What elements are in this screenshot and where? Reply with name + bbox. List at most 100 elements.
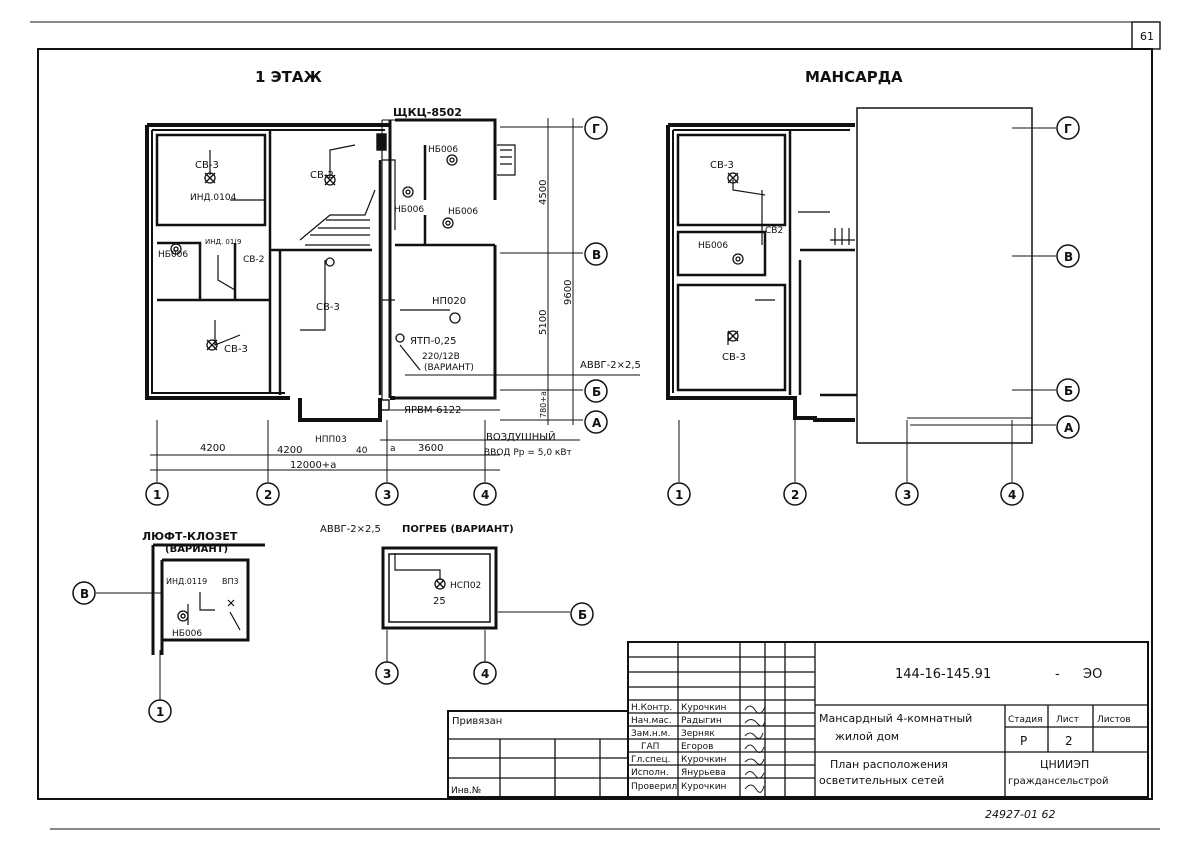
axis-bubble-3 — [375, 482, 399, 506]
label-feed-line2: ВВОД Pр = 5,0 кВт — [484, 448, 572, 458]
axis-bubble-2 — [256, 482, 280, 506]
mansard-nb006: НБ006 — [698, 241, 728, 251]
axis-label-1: 1 — [153, 488, 161, 502]
dim-5100: 5100 — [538, 310, 549, 335]
floor1-stair — [299, 189, 376, 246]
mansard-plan — [666, 107, 1080, 506]
label-cable-floor1: АВВГ-2×2,5 — [580, 360, 641, 371]
axis-bubble-B — [584, 379, 608, 403]
page-number-box — [1131, 21, 1161, 50]
label-sv2-hall: СВ-2 — [310, 170, 334, 181]
label-transformer-voltage: 220/12В — [422, 352, 460, 362]
stamp-stage: Р — [1020, 734, 1027, 748]
floor1-interior-walls — [155, 130, 495, 395]
axis-label-G: Г — [592, 122, 600, 136]
label-nb006-left: НБ006 — [158, 250, 188, 260]
floor1-wiring — [209, 144, 450, 400]
page-number: 61 — [1140, 30, 1154, 43]
dim-9600: 9600 — [563, 280, 574, 305]
dim-total: 12000+а — [290, 460, 336, 471]
stamp-sheet: 2 — [1065, 734, 1073, 748]
closet-nb006: НБ006 — [172, 629, 202, 639]
stamp-archive-number: 24927-01 62 — [985, 808, 1055, 821]
stamp-header-sheet: Лист — [1056, 715, 1079, 725]
floor1-fixtures — [170, 154, 461, 351]
mansard-sv2: СВ2 — [765, 226, 783, 236]
closet-axis-v: В — [80, 587, 89, 601]
floor1-outer-wall — [145, 123, 395, 422]
cellar-cable: АВВГ-2×2,5 — [320, 524, 381, 535]
axis-label-B: Б — [592, 385, 601, 399]
label-ind0119: ИНД. 01(9 — [205, 238, 242, 246]
label-feed-line1: ВОЗДУШНЫЙ — [486, 430, 556, 443]
stamp-role: Н.Контр. — [631, 703, 672, 713]
cellar-axis-b: Б — [578, 608, 587, 622]
closet-vp: ВП3 — [222, 577, 239, 586]
mansard-roof-area — [856, 107, 1033, 444]
label-sv3-bed: СВ-3 — [224, 344, 248, 355]
stamp-role: Нач.мас. — [631, 716, 672, 726]
cellar-axis-3: 3 — [383, 667, 391, 681]
stamp-roles: Н.Контр. Нач.мас. Зам.н.м. ГАП Гл.спец. … — [631, 703, 677, 792]
cellar-fixture: НСП02 — [450, 581, 481, 591]
stamp-header-sheets: Листов — [1097, 715, 1131, 725]
dim-3600: 3600 — [418, 443, 443, 454]
mansard-axis-A: А — [1064, 421, 1074, 435]
stamp-name: Курочкин — [681, 755, 727, 765]
floor1-axis-lines — [150, 118, 583, 482]
mansard-axis-G: Г — [1064, 122, 1072, 136]
mansard-axis-3: 3 — [903, 488, 911, 502]
stamp-org-line2: граждансельстрой — [1008, 776, 1109, 787]
closet-variant: (ВАРИАНТ) — [165, 544, 228, 555]
label-sv2-small: СВ-2 — [243, 255, 264, 265]
label-sv3-living: СВ-3 — [316, 302, 340, 313]
mansard-axis-2: 2 — [791, 488, 799, 502]
stamp-names: Курочкин Радыгин Зерняк Егоров Курочкин … — [681, 703, 727, 792]
mansard-sv3-a: СВ-3 — [710, 160, 734, 171]
mansard-title: МАНСАРДА — [805, 68, 903, 86]
cellar-power: 25 — [433, 596, 446, 607]
closet-plan — [72, 543, 265, 723]
cellar-axis-4: 4 — [481, 667, 489, 681]
stamp-suffix: ЭО — [1083, 667, 1102, 682]
sheet-border — [37, 48, 1153, 800]
axis-label-3: 3 — [383, 488, 391, 502]
axis-label-4: 4 — [481, 488, 489, 502]
label-switch-box: ЯРВМ-6122 — [404, 405, 462, 416]
stamp-object-line2: жилой дом — [835, 730, 899, 743]
mansard-axis-1: 1 — [675, 488, 683, 502]
dim-a: а — [390, 444, 396, 454]
stamp-inv: Инв.№ — [451, 786, 481, 796]
floor1-title: 1 ЭТАЖ — [255, 68, 323, 86]
dim-4500: 4500 — [538, 180, 549, 205]
stamp-privyazan: Привязан — [452, 716, 502, 727]
cellar-plan — [375, 546, 594, 685]
stamp-signatures — [744, 705, 766, 793]
dim-780: 780+а — [539, 391, 548, 418]
label-transformer: ЯТП-0,25 — [410, 336, 456, 347]
axis-bubble-G — [584, 116, 608, 140]
label-nb006-wc2: НБ006 — [448, 207, 478, 217]
stamp-object-line1: Мансардный 4-комнатный — [819, 712, 972, 725]
label-nb006-bath: НБ006 — [428, 145, 458, 155]
label-npp03: НПП03 — [315, 435, 347, 445]
stamp-name: Янурьева — [681, 768, 726, 778]
stamp-role: Исполн. — [631, 768, 669, 778]
stamp-role: Зам.н.м. — [631, 729, 670, 739]
mansard-axis-4: 4 — [1008, 488, 1016, 502]
title-block — [447, 641, 1149, 798]
label-variant: (ВАРИАНТ) — [424, 363, 474, 373]
panel-label: ЩКЦ-8502 — [393, 106, 462, 119]
label-nb006-wc: НБ006 — [394, 205, 424, 215]
stamp-dash: - — [1055, 667, 1060, 682]
axis-bubble-4 — [473, 482, 497, 506]
panel-shchkc — [376, 133, 387, 151]
stamp-sheet-title-line2: осветительных сетей — [819, 774, 944, 787]
mansard-sv3-b: СВ-3 — [722, 352, 746, 363]
dim-4200-a: 4200 — [200, 443, 225, 454]
stamp-org-line1: ЦНИИЭП — [1040, 758, 1089, 771]
closet-axis-1: 1 — [156, 705, 164, 719]
label-np020: НП020 — [432, 296, 466, 307]
label-sv3-kitchen: СВ-3 — [195, 160, 219, 171]
axis-bubble-A — [584, 410, 608, 434]
